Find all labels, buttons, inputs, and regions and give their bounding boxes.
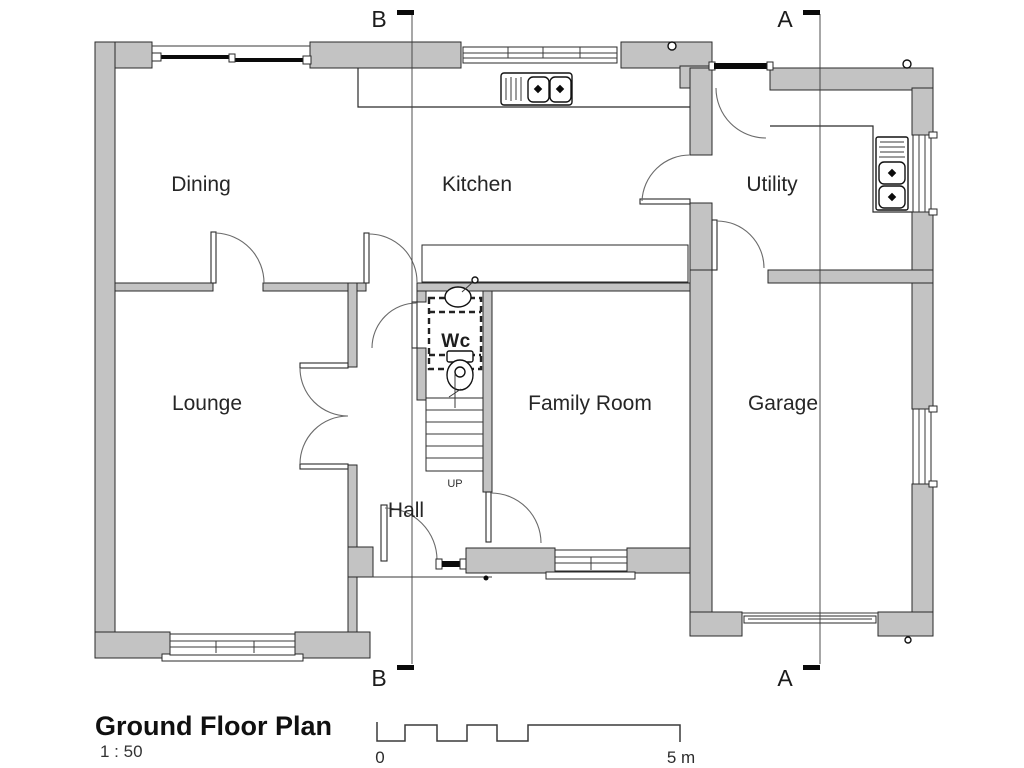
wall-segment	[309, 41, 462, 69]
glazing-bar	[161, 55, 233, 59]
section-tick	[397, 665, 414, 670]
door-utility-garage	[711, 219, 765, 271]
wall-segment	[262, 282, 367, 292]
section-tick	[397, 10, 414, 15]
wall-segment	[689, 67, 713, 156]
vent-icon	[667, 41, 677, 51]
section-label-b-top: B	[371, 6, 386, 32]
door-kitchen-hall	[363, 232, 418, 284]
wall-segment	[689, 611, 743, 637]
door-swing-arc	[384, 507, 438, 561]
wall-segment	[689, 202, 713, 271]
window-garage	[912, 405, 938, 488]
room-label-garage: Garage	[748, 392, 818, 415]
door-swing-arc	[299, 367, 349, 417]
door-kitchen-utility	[639, 154, 691, 205]
double-doors-lounge	[299, 362, 349, 470]
window-kitchen	[462, 46, 618, 64]
utility-worktop	[770, 125, 912, 213]
walls	[94, 41, 934, 659]
drawing-scale: 1 : 50	[100, 742, 143, 761]
wall-segment	[347, 282, 358, 368]
section-label-a-top: A	[777, 6, 793, 32]
room-label-hall: Hall	[388, 499, 424, 522]
utility-sink-icon	[875, 136, 909, 211]
wall-segment	[114, 282, 214, 292]
section-tick	[803, 10, 820, 15]
door-swing-arc	[215, 232, 265, 284]
door-swing-arc	[490, 492, 542, 544]
wall-segment	[769, 67, 934, 91]
kitchen-sink-icon	[500, 72, 573, 106]
room-label-lounge: Lounge	[172, 392, 242, 415]
wall-segment	[94, 631, 171, 659]
vent-icon	[904, 636, 912, 644]
stair-break-mark	[448, 388, 462, 398]
front-door	[372, 504, 492, 581]
section-label-b-bottom: B	[371, 665, 386, 691]
window-family-room	[545, 549, 636, 580]
window-utility	[912, 131, 938, 216]
scale-bar-max: 5 m	[667, 748, 695, 767]
wall-segment	[416, 290, 427, 303]
section-line-b: B B	[371, 6, 414, 691]
room-labels: Dining Kitchen Utility Lounge Family Roo…	[171, 173, 818, 522]
door-utility-rear	[708, 61, 774, 139]
kitchen-island-unit	[421, 244, 689, 283]
glazing-bar	[234, 58, 306, 62]
door-swing-arc	[641, 154, 691, 202]
room-label-family-room: Family Room	[528, 392, 652, 415]
title-block: Ground Floor Plan 1 : 50	[95, 711, 332, 761]
wall-segment	[465, 547, 556, 574]
drawing-title: Ground Floor Plan	[95, 711, 332, 741]
room-label-dining: Dining	[171, 173, 231, 196]
scale-bar-zero: 0	[375, 748, 384, 767]
wc-label-backing	[438, 331, 475, 350]
window-lounge	[161, 633, 304, 662]
door-family-room	[485, 491, 542, 544]
wall-segment	[689, 269, 713, 613]
wall-segment	[94, 41, 116, 659]
door-swing-arc	[371, 302, 418, 349]
door-swing-arc	[368, 233, 418, 284]
kitchen-worktop	[357, 68, 690, 283]
wall-segment	[626, 547, 691, 574]
wall-segment	[620, 41, 713, 69]
door-swing-arc	[299, 415, 349, 465]
wall-segment	[911, 211, 934, 410]
wall-segment	[911, 87, 934, 136]
door-swing-arc	[715, 87, 767, 139]
wall-segment	[767, 269, 934, 284]
door-wc	[371, 301, 418, 349]
sidelight-glazing	[442, 561, 460, 567]
section-label-a-bottom: A	[777, 665, 793, 691]
wall-segment	[347, 546, 374, 578]
room-label-wc: Wc	[441, 331, 471, 352]
scale-bar: 0 5 m	[375, 722, 695, 767]
threshold-dot	[483, 575, 489, 581]
wall-segment	[416, 347, 427, 401]
door-swing-arc	[716, 220, 765, 269]
wall-segment	[482, 290, 493, 493]
window-dining	[151, 45, 312, 65]
room-label-kitchen: Kitchen	[442, 173, 512, 196]
scale-bar-outline	[376, 722, 681, 742]
toilet-icon	[446, 350, 474, 391]
garage-door	[742, 612, 878, 624]
section-line-a: A A	[777, 6, 821, 691]
wall-segment	[877, 611, 934, 637]
wall-segment	[294, 631, 371, 659]
washbasin-icon	[444, 276, 479, 308]
vent-icon	[902, 59, 912, 69]
door-dining	[210, 231, 265, 284]
staircase	[425, 374, 484, 472]
stairs-up-label: UP	[447, 478, 462, 490]
section-tick	[803, 665, 820, 670]
room-label-utility: Utility	[746, 173, 798, 196]
